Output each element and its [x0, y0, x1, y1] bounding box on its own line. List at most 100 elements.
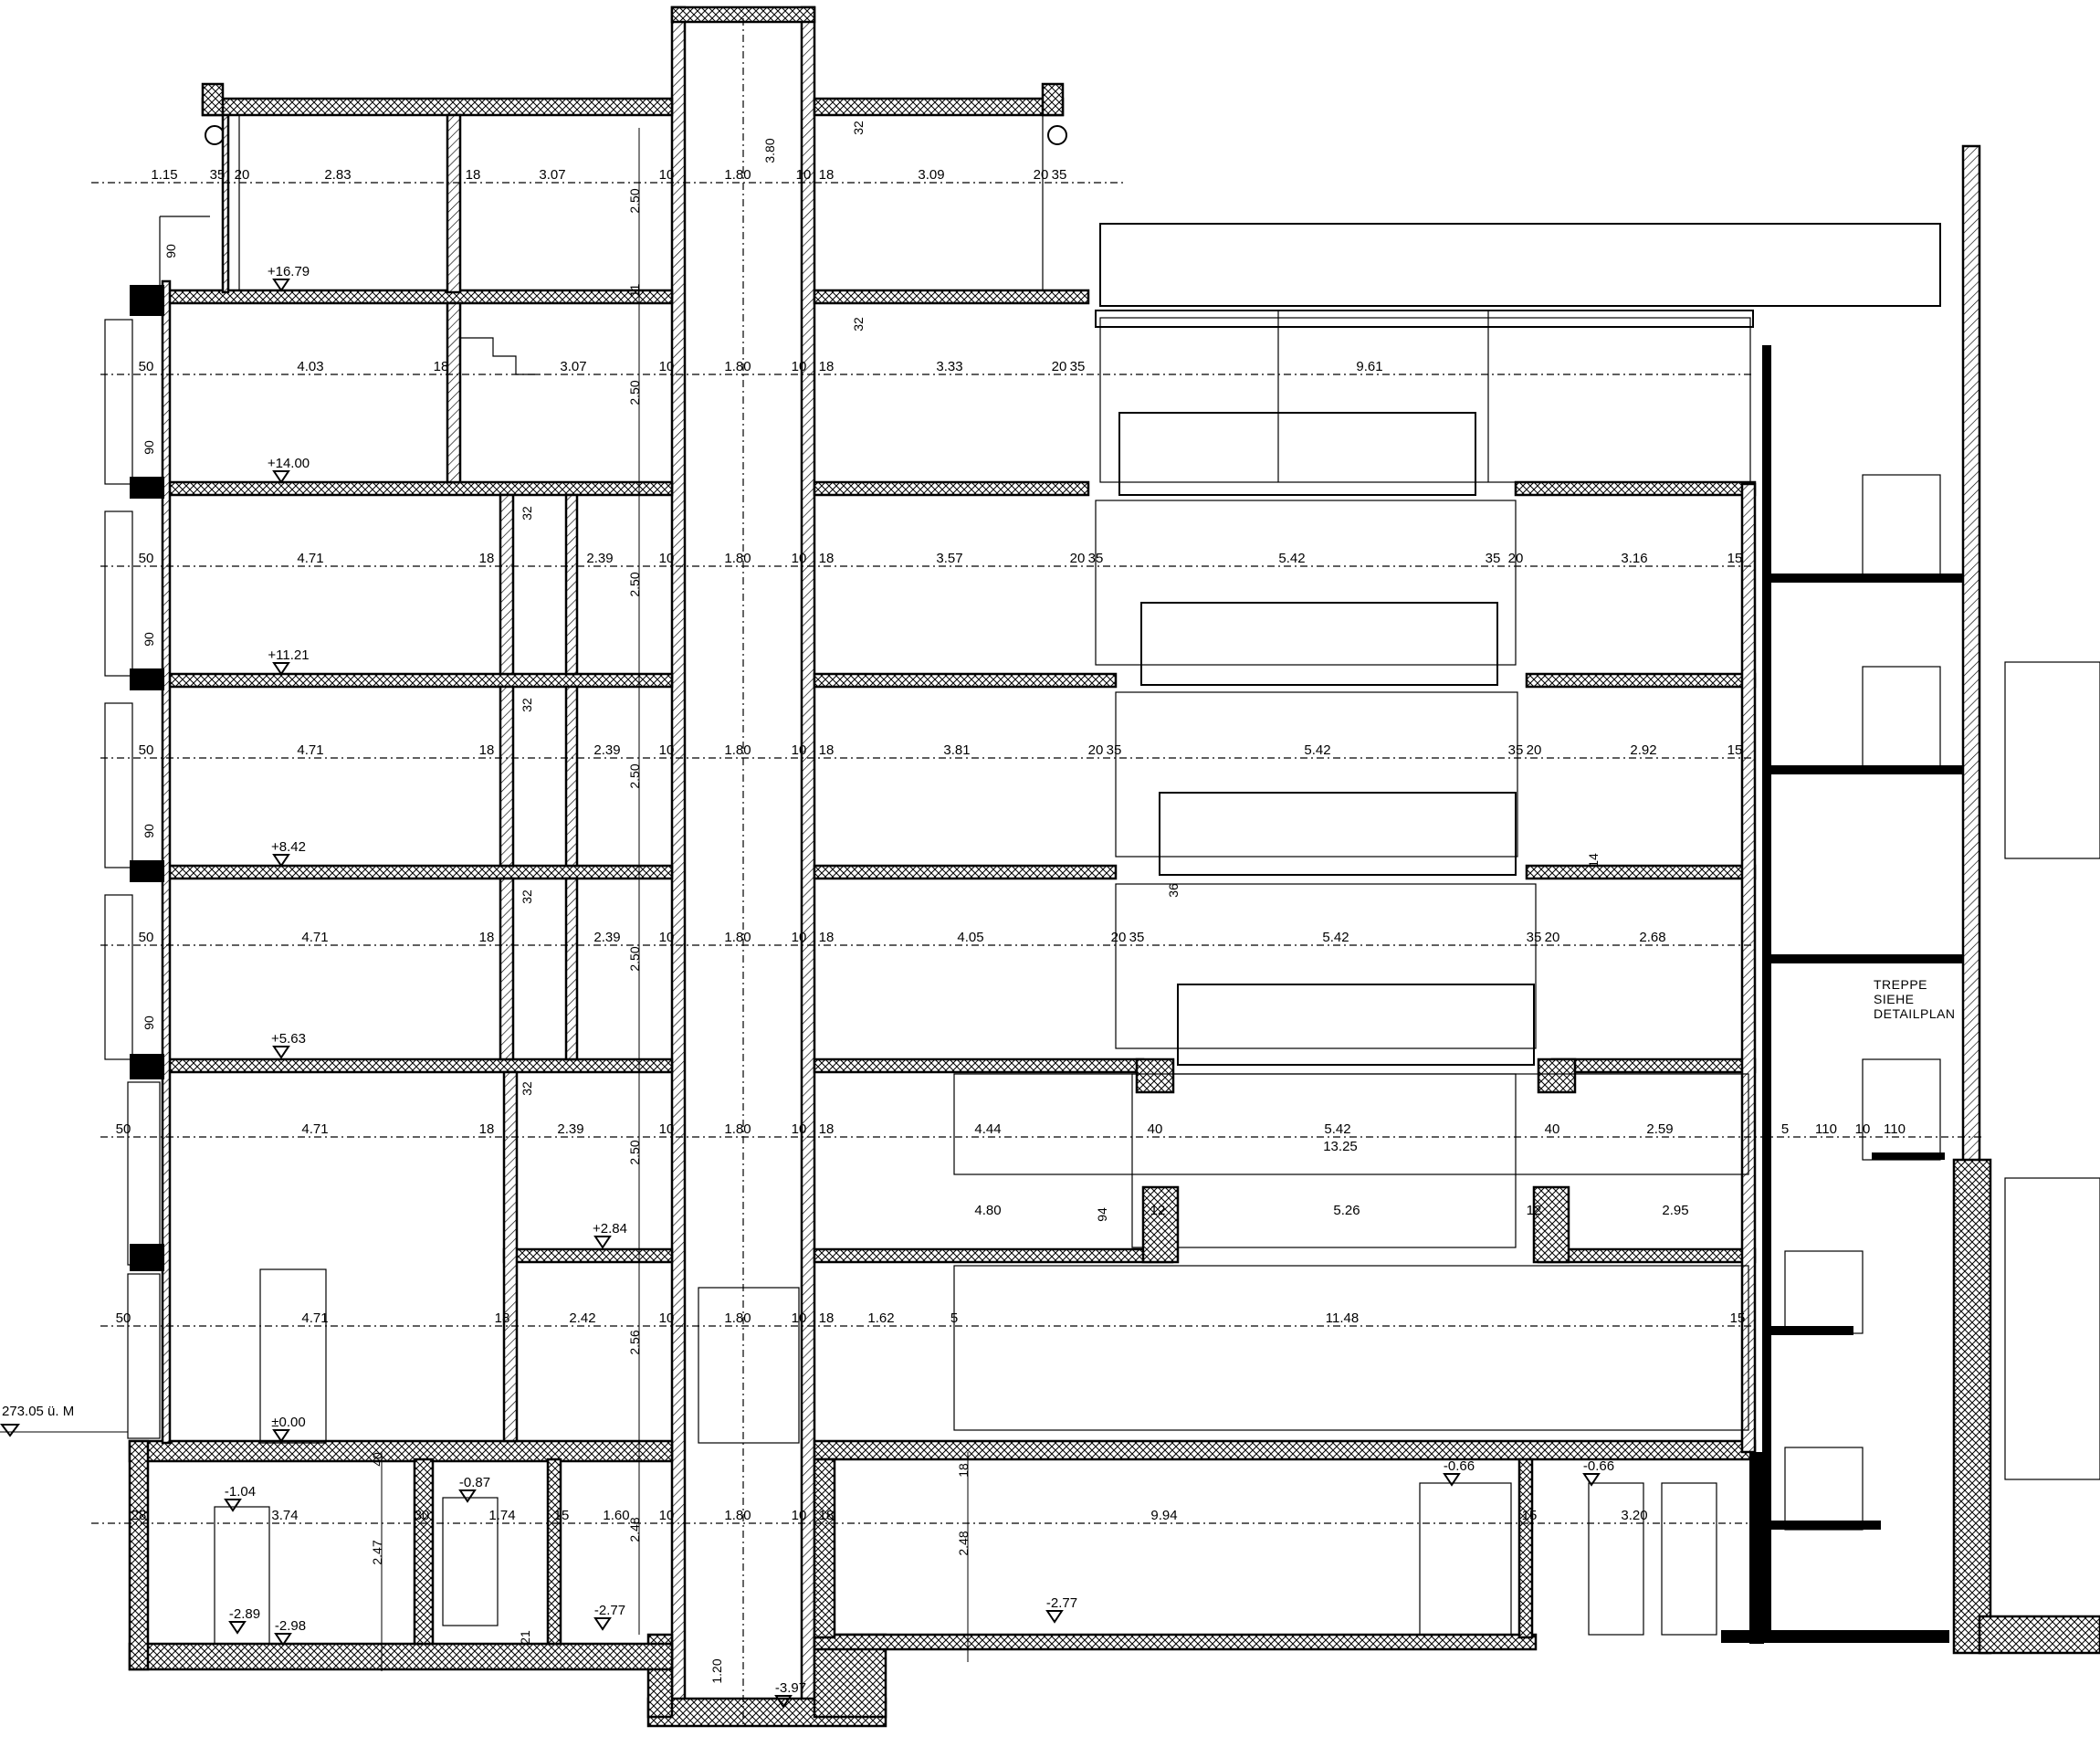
slab-left-basement	[128, 1642, 674, 1671]
level-triangle	[1045, 1610, 1064, 1624]
vertical-dimension: 2.50	[627, 1140, 642, 1164]
dimension-eg: 18	[819, 1310, 835, 1326]
dimension-mezz: 50	[116, 1121, 131, 1137]
vertical-dimension: 32	[851, 121, 866, 135]
steel-post-base	[1749, 1452, 1764, 1644]
dimension-3og: 1.80	[724, 551, 751, 566]
steel-base	[1721, 1630, 1949, 1643]
level-markers: +16.79+14.00+11.21+8.42+5.63+2.84±0.00-1…	[224, 264, 1614, 1709]
vertical-dimension: 2.56	[627, 1330, 642, 1354]
dimension-1og: 20	[1545, 930, 1560, 945]
level-triangle	[272, 1429, 290, 1443]
dimension-eg: 5	[950, 1310, 958, 1326]
vertical-dimension: 2.50	[627, 380, 642, 405]
note-line-3: DETAILPLAN	[1874, 1006, 1956, 1021]
level-triangle	[228, 1621, 247, 1635]
dimension-mezz: 18	[819, 1121, 835, 1137]
dimension-2og: 3.81	[943, 742, 970, 758]
dimension-2og: 10	[659, 742, 675, 758]
dimension-mezz-sub: 13.25	[1323, 1139, 1358, 1154]
dimension-mezz: 2.59	[1646, 1121, 1673, 1137]
level-triangle	[272, 854, 290, 868]
vertical-dimension: 90	[163, 244, 178, 258]
note-line-1: TREPPE	[1874, 977, 1927, 992]
dimension-2og: 2.39	[593, 742, 620, 758]
dimension-4og: 3.07	[560, 359, 586, 374]
basement-wall-c	[813, 1458, 836, 1639]
level-value: +8.42	[271, 839, 306, 855]
steel-beam-3	[1771, 954, 1972, 963]
dimension-ug: 1.74	[488, 1508, 515, 1523]
dimension-4og: 10	[659, 359, 675, 374]
dimension-2og: 15	[1727, 742, 1743, 758]
dimension-mezz-sub: 2.95	[1662, 1203, 1688, 1218]
vertical-dimension: 90	[142, 440, 156, 455]
dimension-3og: 5.42	[1278, 551, 1305, 566]
dimension-mezz-sub: 4.80	[974, 1203, 1001, 1218]
dimension-2og: 2.92	[1630, 742, 1656, 758]
dimension-2og: 10	[792, 742, 807, 758]
dimension-1og: 10	[659, 930, 675, 945]
wall-left-4og	[446, 301, 462, 484]
dimension-mezz: 5	[1781, 1121, 1789, 1137]
dimension-roof: 10	[659, 167, 675, 183]
dimension-1og: 1.80	[724, 930, 751, 945]
far-right-wall	[1961, 144, 1981, 1171]
slab-right-3og	[813, 480, 1090, 497]
wall-corr-3og-b	[564, 493, 579, 676]
level-value: -2.77	[1046, 1595, 1077, 1611]
steel-beam-2	[1771, 765, 1972, 774]
slab-right-2og	[813, 672, 1118, 689]
dimension-eg: 1.80	[724, 1310, 751, 1326]
dimension-1og: 18	[479, 930, 495, 945]
wall-left-roof	[446, 113, 462, 294]
dimension-roof: 35	[210, 167, 226, 183]
level-triangle	[1443, 1473, 1461, 1487]
wall-corr-eg	[502, 1070, 519, 1443]
level-value: +5.63	[271, 1031, 306, 1047]
dimension-eg: 15	[1730, 1310, 1746, 1326]
steel-beam-1	[1771, 574, 1972, 583]
vertical-dimension: 32	[851, 317, 866, 332]
dimension-mezz: 40	[1148, 1121, 1163, 1137]
roof-gutter-right	[1047, 125, 1067, 145]
dimension-1og: 4.05	[957, 930, 983, 945]
vertical-dimension: 18	[956, 1463, 971, 1478]
vertical-dimension: 40	[370, 1452, 384, 1467]
vertical-dimension: 2.48	[956, 1531, 971, 1555]
level-triangle	[272, 470, 290, 484]
facade-left-upper	[221, 113, 230, 294]
core-wall-left	[670, 5, 687, 1717]
slab-left-ground	[128, 1439, 674, 1463]
steel-beam-5	[1771, 1326, 1853, 1335]
dimension-1og: 4.71	[301, 930, 328, 945]
dimension-ug: 3.20	[1621, 1508, 1647, 1523]
dimension-mezz: 10	[792, 1121, 807, 1137]
level-value: -2.77	[594, 1603, 625, 1618]
level-value: -0.66	[1583, 1458, 1614, 1474]
vertical-dimension: 94	[1095, 1207, 1109, 1222]
dimension-3og: 35	[1486, 551, 1501, 566]
dimension-roof: 35	[1052, 167, 1067, 183]
level-triangle	[274, 1633, 292, 1647]
level-triangle	[1582, 1473, 1601, 1487]
dimension-eg: 11.48	[1326, 1310, 1359, 1326]
slab-right-eg-b	[1550, 1058, 1757, 1074]
level-triangle	[774, 1695, 793, 1709]
dimension-mezz-sub: 12	[1527, 1203, 1542, 1218]
dimension-1og: 5.42	[1322, 930, 1349, 945]
level-value: -0.87	[459, 1475, 490, 1490]
dimension-3og: 18	[819, 551, 835, 566]
dimension-mezz-sub: 5.26	[1333, 1203, 1360, 1218]
level-triangle	[272, 1046, 290, 1059]
dimension-mezz-sub: 12	[1150, 1203, 1166, 1218]
dimension-2og: 4.71	[297, 742, 323, 758]
dimension-roof: 1.15	[151, 167, 177, 183]
slab-left-eg	[161, 1058, 674, 1074]
dimension-3og: 3.16	[1621, 551, 1647, 566]
vertical-dimension: 90	[142, 1016, 156, 1030]
dimension-ug: 1.80	[724, 1508, 751, 1523]
dimension-mezz: 40	[1545, 1121, 1560, 1137]
facade-right	[1740, 482, 1757, 1454]
dimension-3og: 4.71	[297, 551, 323, 566]
